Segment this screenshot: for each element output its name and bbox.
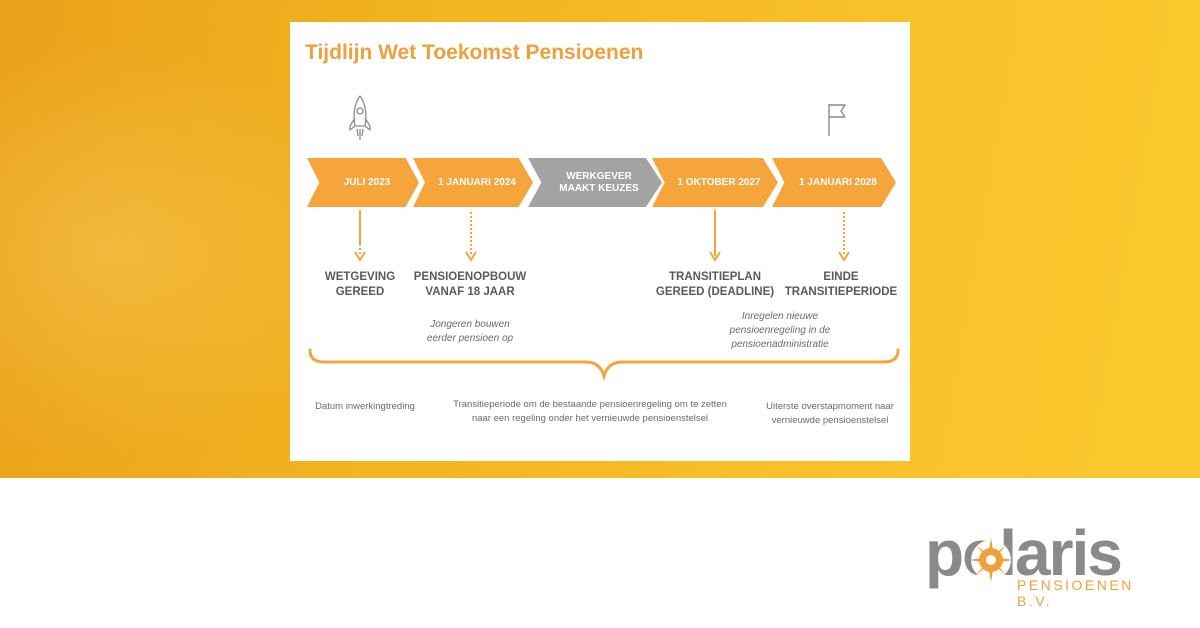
milestone-pensioenopbouw: PENSIOENOPBOUW VANAF 18 JAAR bbox=[413, 271, 527, 298]
caption-datum-inwerkingtreding: Datum inwerkingtreding bbox=[315, 401, 415, 412]
arrow-down-icon bbox=[354, 210, 366, 262]
timeline-step-juli-2023: JULI 2023 bbox=[307, 158, 419, 207]
milestone-wetgeving-gereed: WETGEVING GEREED bbox=[324, 271, 396, 298]
timeline-step-1-januari-2028: 1 JANUARI 2028 bbox=[772, 158, 896, 207]
timeline-step-werkgever-maakt-keuzes: WERKGEVER MAAKT KEUZES bbox=[528, 158, 662, 207]
arrow-down-icon bbox=[709, 210, 721, 262]
polaris-logo: polaris PENSIOENEN B.V. bbox=[925, 517, 1170, 609]
arrow-down-icon bbox=[465, 212, 477, 262]
arrow-down-icon bbox=[838, 212, 850, 262]
hero-banner: Tijdlijn Wet Toekomst Pensioenen JULI 20… bbox=[0, 0, 1200, 478]
milestone-einde-transitieperiode: EINDE TRANSITIEPERIODE bbox=[784, 271, 898, 298]
milestone-transitieplan-gereed: TRANSITIEPLAN GEREED (DEADLINE) bbox=[655, 271, 775, 298]
caption-uiterste-overstapmoment: Uiterste overstapmoment naar vernieuwde … bbox=[766, 401, 894, 426]
flag-icon bbox=[828, 104, 846, 136]
logo-wordmark: polaris bbox=[925, 517, 1123, 589]
timeline-step-1-januari-2024: 1 JANUARI 2024 bbox=[413, 158, 533, 207]
timeline-card: Tijdlijn Wet Toekomst Pensioenen JULI 20… bbox=[290, 22, 910, 461]
timeline-brace bbox=[308, 348, 900, 382]
note-jongeren: Jongeren bouwen eerder pensioen op bbox=[426, 319, 514, 344]
caption-transitieperiode: Transitieperiode om de bestaande pensioe… bbox=[453, 399, 727, 424]
timeline-step-1-oktober-2027: 1 OKTOBER 2027 bbox=[652, 158, 778, 207]
note-inregelen: Inregelen nieuwe pensioenregeling in de … bbox=[729, 311, 831, 350]
star-icon bbox=[969, 538, 1013, 582]
rocket-icon bbox=[349, 95, 371, 140]
card-title: Tijdlijn Wet Toekomst Pensioenen bbox=[305, 41, 644, 64]
logo-subtitle: PENSIOENEN B.V. bbox=[1017, 577, 1134, 609]
